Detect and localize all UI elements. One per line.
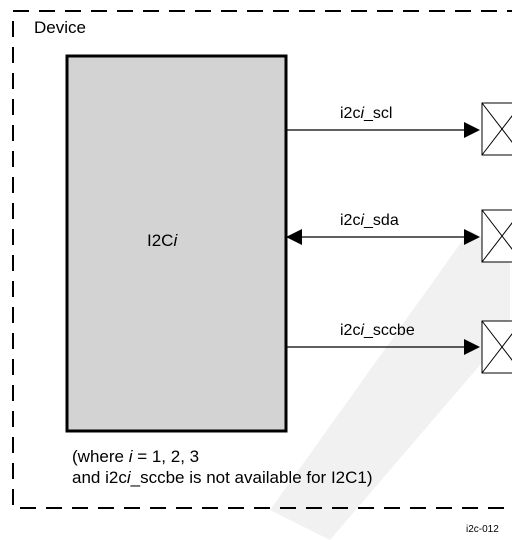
note-line-2: and i2ci_sccbe is not available for I2C1… [72, 468, 373, 487]
watermark [270, 230, 510, 540]
signal-scl-label: i2ci_scl [340, 105, 392, 122]
signal-sccbe-label: i2ci_sccbe [340, 322, 415, 339]
pad-sda [481, 209, 512, 263]
signal-sda-label: i2ci_sda [340, 212, 399, 229]
pad-sccbe [481, 320, 512, 374]
i2c-block-label: I2Ci [147, 231, 178, 250]
figure-id: i2c-012 [466, 524, 499, 535]
availability-note: (where i = 1, 2, 3 and i2ci_sccbe is not… [72, 446, 373, 488]
signal-scl: i2ci_scl [286, 102, 512, 156]
signal-sda: i2ci_sda [286, 209, 512, 263]
i2c-block [65, 54, 288, 433]
pad-scl [481, 102, 512, 156]
device-label: Device [34, 18, 86, 37]
signal-sccbe: i2ci_sccbe [286, 320, 512, 374]
device-boundary [12, 10, 512, 509]
note-line-1: (where i = 1, 2, 3 [72, 447, 200, 466]
